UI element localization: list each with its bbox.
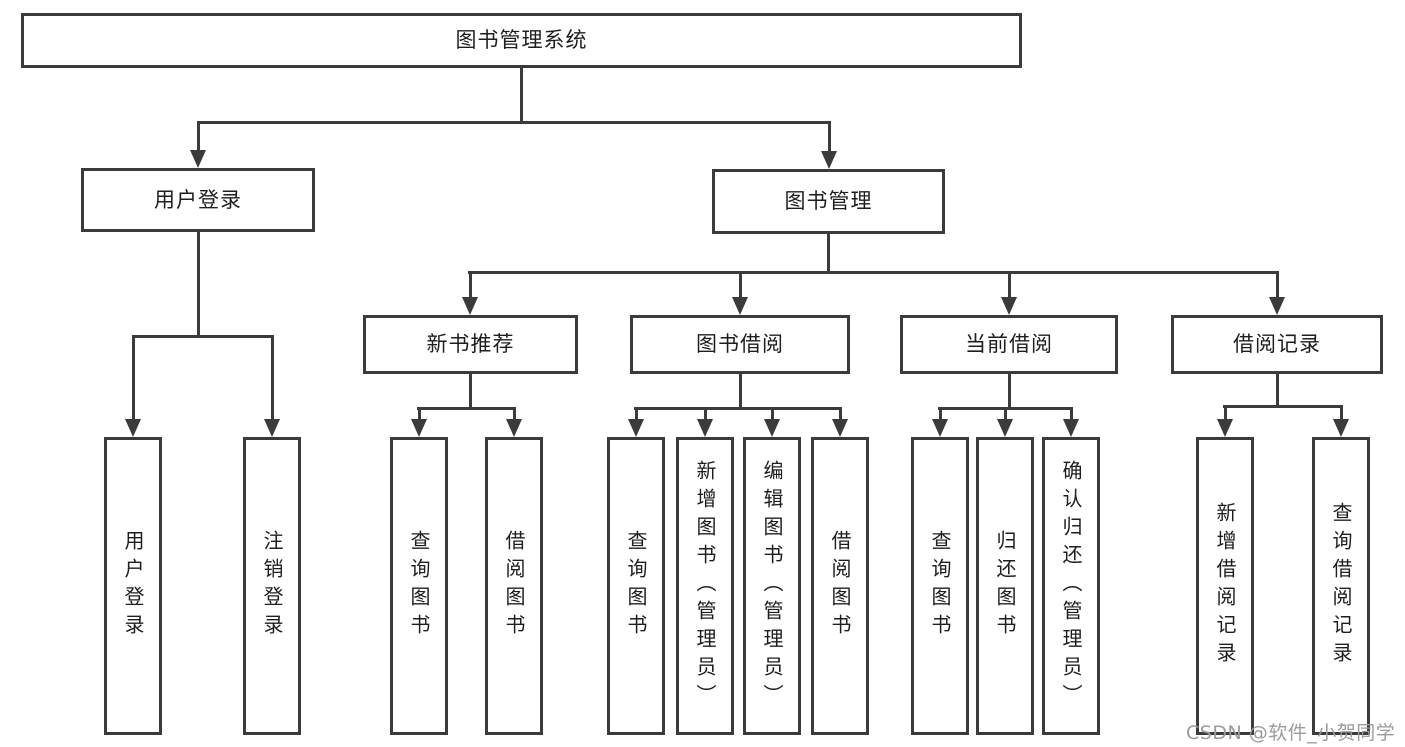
leaf-label: 编辑图书（管理员） <box>760 460 784 712</box>
connector-drop-leaf <box>513 407 516 420</box>
leaf-label: 新增图书（管理员） <box>693 460 717 712</box>
connector-borrow-record-bar <box>1223 405 1343 408</box>
connector-user-login-stem <box>197 232 200 338</box>
arrowhead-down-icon <box>732 297 748 315</box>
leaf-query-borrow-record: 查询借阅记录 <box>1312 437 1370 735</box>
leaf-user-login: 用户登录 <box>104 437 162 735</box>
connector-drop-book-borrow <box>739 271 742 298</box>
connector-new-book-bar <box>417 407 516 410</box>
connector-book-management-stem <box>827 234 830 274</box>
connector-drop-borrow-record <box>1276 271 1279 298</box>
node-root-label: 图书管理系统 <box>455 28 588 52</box>
arrowhead-down-icon <box>264 419 280 437</box>
leaf-label: 借阅图书 <box>502 530 526 642</box>
leaf-borrow-books-recommend: 借阅图书 <box>485 437 543 735</box>
connector-book-management-bar <box>468 271 1279 274</box>
connector-drop-leaf <box>939 407 942 420</box>
node-book-borrow-label: 图书借阅 <box>696 332 784 356</box>
leaf-label: 新增借阅记录 <box>1213 502 1237 670</box>
connector-root-bar <box>197 121 831 124</box>
connector-new-book-stem <box>469 374 472 410</box>
node-book-management: 图书管理 <box>712 169 945 234</box>
arrowhead-down-icon <box>628 419 644 437</box>
node-book-management-label: 图书管理 <box>784 189 873 213</box>
connector-drop-leaf <box>418 407 421 420</box>
connector-drop-leaf <box>1224 405 1227 420</box>
arrowhead-down-icon <box>1333 419 1349 437</box>
leaf-add-borrow-record: 新增借阅记录 <box>1196 437 1254 735</box>
csdn-watermark: CSDN @软件_小贺同学 <box>1186 722 1396 744</box>
connector-drop-leaf <box>771 407 774 420</box>
connector-drop-leaf <box>1070 407 1073 420</box>
leaf-add-books-admin: 新增图书（管理员） <box>676 437 734 735</box>
node-current-borrow: 当前借阅 <box>900 315 1118 374</box>
leaf-label: 归还图书 <box>993 530 1017 642</box>
connector-drop-leaf <box>704 407 707 420</box>
node-user-login-label: 用户登录 <box>154 187 242 212</box>
leaf-query-books-current: 查询图书 <box>911 437 969 735</box>
connector-book-borrow-stem <box>739 374 742 410</box>
arrowhead-down-icon <box>1269 297 1285 315</box>
connector-drop-book-management <box>828 121 831 152</box>
connector-root-stem <box>520 68 523 124</box>
arrowhead-down-icon <box>832 419 848 437</box>
node-borrow-record: 借阅记录 <box>1171 315 1383 374</box>
node-user-login: 用户登录 <box>81 168 315 232</box>
leaf-logout: 注销登录 <box>243 437 301 735</box>
arrowhead-down-icon <box>125 419 141 437</box>
arrowhead-down-icon <box>190 150 206 168</box>
leaf-label: 查询借阅记录 <box>1329 502 1353 670</box>
connector-drop-user-login <box>197 121 200 152</box>
node-borrow-record-label: 借阅记录 <box>1233 332 1321 356</box>
leaf-label: 查询图书 <box>928 530 952 642</box>
node-root-library-system: 图书管理系统 <box>21 13 1022 68</box>
leaf-confirm-return-admin: 确认归还（管理员） <box>1042 437 1100 735</box>
arrowhead-down-icon <box>1001 297 1017 315</box>
leaf-label: 查询图书 <box>407 530 431 642</box>
arrowhead-down-icon <box>411 419 427 437</box>
arrowhead-down-icon <box>821 151 837 169</box>
node-book-borrow: 图书借阅 <box>630 315 850 374</box>
connector-drop-leaf <box>1004 407 1007 420</box>
connector-current-borrow-stem <box>1008 374 1011 410</box>
leaf-query-books-borrow: 查询图书 <box>607 437 665 735</box>
leaf-edit-books-admin: 编辑图书（管理员） <box>743 437 801 735</box>
leaf-borrow-books: 借阅图书 <box>811 437 869 735</box>
node-new-book-recommend: 新书推荐 <box>363 315 578 374</box>
connector-drop-leaf <box>635 407 638 420</box>
connector-drop-leaf <box>132 335 135 420</box>
arrowhead-down-icon <box>1217 419 1233 437</box>
arrowhead-down-icon <box>697 419 713 437</box>
arrowhead-down-icon <box>506 419 522 437</box>
arrowhead-down-icon <box>462 297 478 315</box>
leaf-label: 确认归还（管理员） <box>1059 460 1083 712</box>
leaf-label: 查询图书 <box>624 530 648 642</box>
node-current-borrow-label: 当前借阅 <box>965 332 1053 356</box>
leaf-return-books: 归还图书 <box>976 437 1034 735</box>
connector-drop-leaf <box>1340 405 1343 420</box>
connector-drop-leaf <box>271 335 274 420</box>
arrowhead-down-icon <box>997 419 1013 437</box>
arrowhead-down-icon <box>764 419 780 437</box>
arrowhead-down-icon <box>932 419 948 437</box>
connector-user-login-bar <box>132 335 273 338</box>
connector-borrow-record-stem <box>1276 374 1279 408</box>
leaf-query-books-recommend: 查询图书 <box>390 437 448 735</box>
leaf-label: 用户登录 <box>121 530 145 642</box>
connector-drop-new-book <box>469 271 472 298</box>
arrowhead-down-icon <box>1063 419 1079 437</box>
connector-drop-leaf <box>839 407 842 420</box>
connector-drop-current-borrow <box>1008 271 1011 298</box>
node-new-book-recommend-label: 新书推荐 <box>426 332 515 356</box>
leaf-label: 借阅图书 <box>828 530 852 642</box>
connector-book-borrow-bar <box>634 407 842 410</box>
leaf-label: 注销登录 <box>260 530 284 642</box>
